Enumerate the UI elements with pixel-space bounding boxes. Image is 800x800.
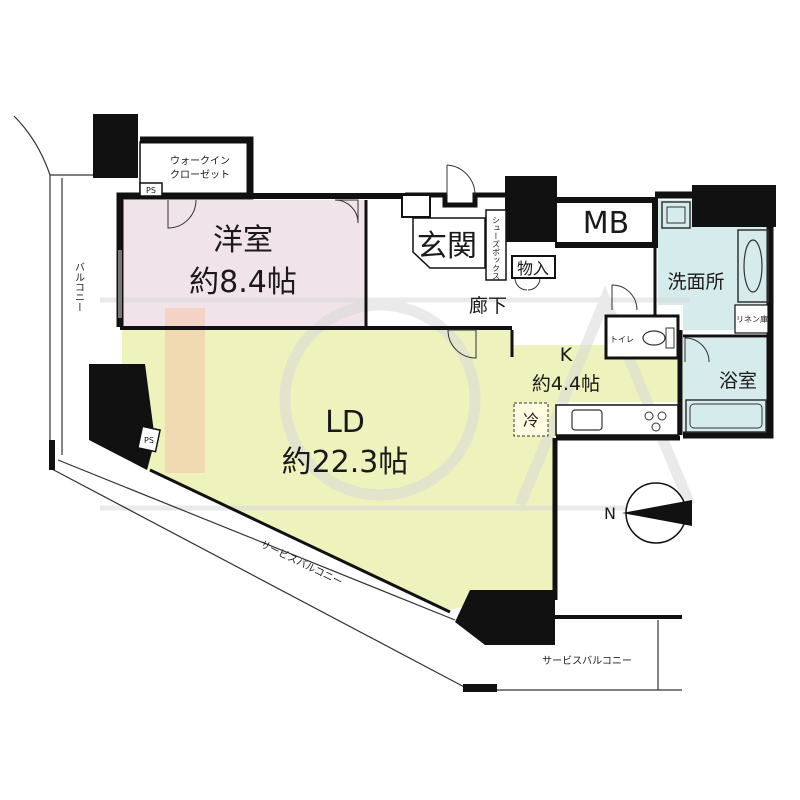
stove-burner-3 — [651, 422, 661, 432]
western-room-name: 洋室 — [213, 223, 273, 258]
column-balcony-end — [463, 684, 497, 692]
ld-door-swing — [447, 329, 477, 359]
kitchen-size: 約4.4帖 — [532, 373, 600, 395]
ld-floor — [122, 330, 678, 610]
shoebox-label: シューズボックス — [492, 216, 501, 280]
fridge-space — [513, 402, 549, 437]
west-balcony-label: バルコニー — [73, 262, 85, 312]
kitchen-name: K — [560, 344, 573, 366]
toilet-label: トイレ — [610, 335, 634, 344]
wall-window-diagonal — [149, 468, 451, 614]
wash-basin-bowl — [743, 239, 763, 293]
bathtub — [685, 399, 767, 433]
western-room-floor — [120, 200, 365, 327]
toilet-door-swing — [611, 284, 638, 311]
ps-left-box — [137, 425, 161, 453]
ps-left-label: PS — [144, 436, 154, 445]
bath-floor — [683, 338, 770, 435]
ps-top-label: PS — [146, 186, 156, 195]
column-nw — [93, 114, 138, 178]
walkin-closet-label-1: ウォークイン — [170, 155, 230, 167]
compass-needle — [622, 500, 692, 526]
service-balcony-bottom-label: サービスバルコニー — [542, 655, 632, 667]
diagonal-balcony-outer — [49, 467, 471, 691]
sink-icon — [571, 409, 603, 431]
west-balcony-curve — [13, 115, 51, 470]
wall-north — [250, 193, 408, 200]
watermark-i-bar — [165, 308, 205, 473]
toilet-tank — [665, 327, 675, 349]
bathtub-inner — [689, 403, 763, 429]
wall-mb — [555, 197, 658, 248]
hallway-label: 廊下 — [469, 295, 507, 317]
shoebox — [485, 209, 507, 281]
fridge-label: 冷 — [523, 411, 539, 430]
compass-label: N — [604, 504, 616, 523]
entrance-door-swing — [446, 164, 476, 196]
storage-box — [511, 255, 556, 279]
watermark-o-ring — [279, 299, 481, 501]
stove-burner-1 — [644, 411, 654, 421]
stove-burner-2 — [657, 411, 667, 421]
closet-door-swing — [334, 199, 359, 224]
ps-top-box — [139, 182, 163, 197]
wall-entrance — [405, 192, 505, 208]
bath-label: 浴室 — [719, 370, 757, 392]
ld-size: 約22.3帖 — [282, 445, 409, 480]
column-ne — [692, 185, 776, 227]
column-south — [455, 590, 555, 645]
entrance-label: 玄関 — [417, 229, 477, 264]
column-west — [89, 364, 155, 470]
western-room-size: 約8.4帖 — [189, 265, 297, 300]
ld-name: LD — [325, 405, 365, 440]
storage-label: 物入 — [517, 259, 549, 278]
western-door-swing — [167, 199, 197, 229]
diagonal-balcony-inner — [57, 459, 456, 621]
column-mb — [505, 176, 557, 242]
wash-basin-counter — [737, 229, 769, 303]
walkin-closet-outline — [139, 141, 249, 195]
bath-door-swing — [684, 337, 710, 363]
mb-label: MB — [583, 206, 629, 241]
entrance-column — [401, 194, 431, 218]
washroom-label: 洗面所 — [667, 271, 724, 293]
columns — [89, 114, 776, 692]
storage-door-swing — [514, 277, 541, 291]
linen-label: リネン庫 — [736, 314, 768, 324]
north-arrow-icon: N — [604, 482, 692, 544]
entrance-step — [412, 217, 486, 269]
balcony-outlines — [13, 115, 682, 691]
washer-pan-inner — [666, 206, 686, 224]
linen-box — [734, 304, 769, 334]
washer-pan — [661, 201, 691, 229]
doors — [167, 164, 710, 363]
walkin-closet-label-2: クローゼット — [170, 169, 230, 181]
toilet-bowl-icon — [642, 330, 666, 346]
